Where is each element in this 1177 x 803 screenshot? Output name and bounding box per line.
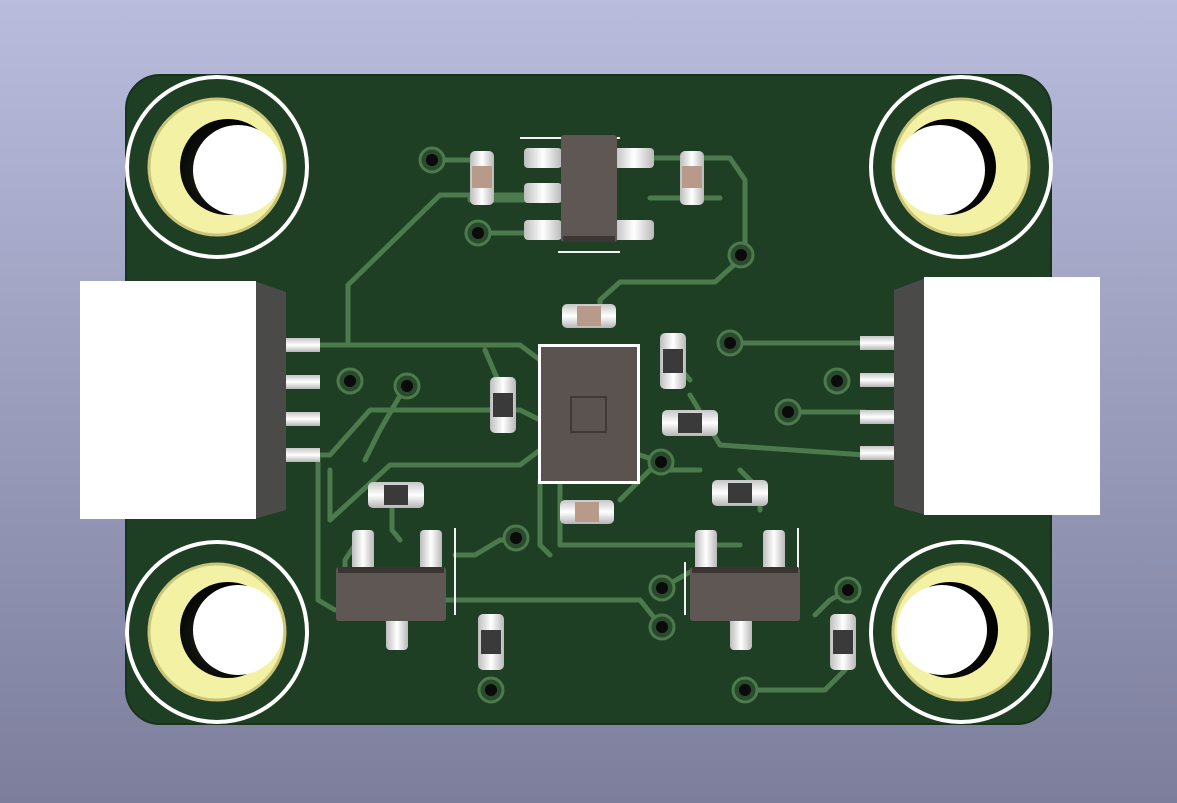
resistor-r1[interactable] [470,151,494,205]
connector-icon [924,277,1100,515]
right-connector[interactable] [860,277,1100,515]
capacitor-c5[interactable] [712,480,768,506]
via-icon [647,448,675,476]
mounting-hole-icon [869,75,1053,259]
connector-side [894,278,926,515]
mounting-hole-icon [869,540,1053,724]
via-icon [716,329,744,357]
connector-pins [284,338,320,462]
mounting-hole-icon [125,540,309,724]
capacitor-c1[interactable] [490,377,516,433]
main-sensor-ic[interactable] [538,344,640,484]
left-connector[interactable] [80,281,320,519]
connector-icon [80,281,256,519]
resistor-r2[interactable] [680,151,704,205]
vias [336,146,862,704]
via-icon [731,676,759,704]
via-icon [336,367,364,395]
via-icon [823,367,851,395]
transistor-q2[interactable] [684,528,800,650]
via-icon [393,372,421,400]
ic-chip-icon [561,135,617,242]
capacitor-c3[interactable] [662,410,718,436]
top-ic-sot23[interactable] [520,135,654,253]
via-icon [727,241,755,269]
via-icon [648,613,676,641]
capacitor-c6[interactable] [478,614,504,670]
via-icon [834,576,862,604]
transistor-q1[interactable] [336,528,456,650]
resistor-r4[interactable] [560,500,614,524]
connector-side [254,281,286,519]
via-icon [774,398,802,426]
via-icon [418,146,446,174]
capacitor-c4[interactable] [368,482,424,508]
via-icon [502,524,530,552]
via-icon [477,676,505,704]
via-icon [464,219,492,247]
capacitor-c7[interactable] [830,614,856,670]
via-icon [648,574,676,602]
capacitor-c2[interactable] [660,333,686,389]
connector-pins [860,336,896,460]
mounting-hole-icon [125,75,309,259]
resistor-r3[interactable] [562,304,616,328]
